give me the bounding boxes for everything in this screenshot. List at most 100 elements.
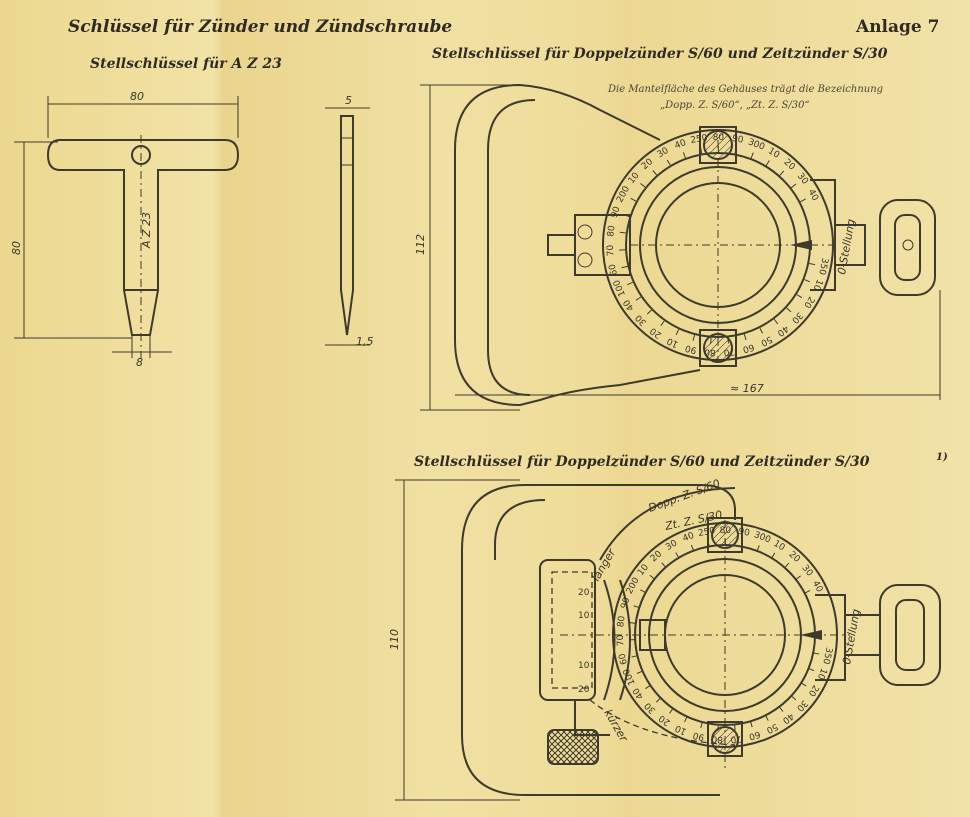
az23-marking: A Z 23 [140,212,153,249]
dial-scale-label: 80 [720,526,732,536]
dial-scale-label: 350 [816,257,829,276]
dial-tick [636,670,643,674]
dial-tick [800,682,807,687]
dial-tick [707,540,710,547]
dial-scale-label: 70 [723,346,736,357]
dial-tick [660,320,665,327]
dim-width: 80 [130,90,144,103]
dial-tick [649,574,655,580]
slider-label: 20 [578,588,590,598]
dial-tick [675,552,680,558]
dial-tick [635,296,642,301]
shorter-label: kürzer [601,707,630,745]
dial-tick [796,294,803,299]
az23-key-drawing: Stellschlüssel für A Z 23 A Z 23 80 80 8… [10,56,374,369]
bottom-dim-height: 110 [388,629,401,650]
dial-tick [804,279,811,283]
dial-tick [795,575,801,580]
bottom-key-title: Stellschlüssel für Doppelzünder S/60 und… [414,454,870,470]
top-key-title: Stellschlüssel für Doppelzünder S/60 und… [432,46,888,62]
dial-scale-label: 60 [741,341,755,354]
dial-scale-label: 60 [608,263,620,277]
dial-tick [669,708,674,714]
dial-scale-label: 60 [618,652,630,666]
dial-tick [682,152,686,159]
housing-label-dopp: Dopp. Z. S/60 [647,477,722,515]
bottom-setting-key-drawing: Stellschlüssel für Doppelzünder S/60 und… [388,452,948,801]
top-dim-height: 112 [414,234,427,255]
dial-scale-label: 90 [738,527,751,539]
az23-title: Stellschlüssel für A Z 23 [90,56,282,72]
annex-label: Anlage 7 [855,17,939,37]
dial-tick [646,309,652,315]
slider-label: 10 [578,661,590,671]
dial-scale-label: 250 [690,133,709,146]
dial-scale-label: 80 [713,133,725,143]
dial-scale-label: 10 [810,278,824,293]
dial-tick [743,334,747,341]
dial-tick [791,695,797,701]
dial-tick [655,697,661,703]
housing-note-line1: Die Mantelfläche des Gehäuses trägt die … [607,84,883,95]
dial-tick [645,684,651,690]
dial-tick [779,170,785,176]
dial-scale-label: 90 [731,134,744,146]
dial-scale-label: 50 [759,333,774,347]
dial-scale-label: 70 [730,733,743,744]
dial-scale-label: 350 [820,646,833,665]
dial-tick [700,147,703,154]
dial-tick [621,265,628,269]
dial-scale-label: 90 [610,205,623,219]
dial-tick [684,716,688,723]
dial-scale-label: 60 [747,728,761,741]
dim-shaft: 8 [136,356,143,369]
top-zero-position: 0-Stellung [835,218,858,275]
dial-scale-label: 50 [764,721,779,735]
dial-scale-label: 80 [704,346,716,357]
dial-tick [800,198,806,203]
dim-height: 80 [10,241,23,255]
dial-tick [619,231,626,234]
dial-scale-label: 70 [616,634,627,646]
dial-scale-label: 80 [711,733,723,744]
dial-tick [765,715,769,721]
dial-tick [773,318,779,325]
dial-tick [804,589,811,594]
dial-tick [749,721,753,728]
dial-scale-label: 10 [815,666,829,681]
dial-tick [690,544,694,551]
dial-tick [771,552,776,559]
dial-scale-label: 80 [606,225,617,238]
dial-tick [778,706,784,712]
dim-tip: 1,5 [356,335,374,348]
dial-tick [675,329,680,335]
dial-scale-label: 40 [806,188,820,203]
dial-scale-label: 90 [684,342,698,355]
dial-tick [627,281,634,286]
dial-scale-label: 10 [665,335,680,349]
dial-scale-label: 70 [606,244,617,256]
dial-scale-label: 90 [692,729,706,742]
dial-scale-label: 40 [681,531,695,544]
dial-tick [633,605,640,609]
slider-label: 10 [578,611,590,621]
dial-tick [750,152,754,159]
dial-tick [623,214,630,218]
dial-tick [727,337,730,344]
dial-tick [700,721,703,729]
dial-tick [630,197,637,202]
dial-tick [808,667,815,672]
top-setting-key-drawing: Stellschlüssel für Doppelzünder S/60 und… [414,46,941,411]
dial-tick [741,540,744,547]
dial-tick [790,183,797,189]
dial-tick [629,622,636,624]
dial-tick [666,159,671,166]
bottom-zero-position: 0-Stellung [840,608,863,665]
dial-tick [813,652,820,655]
slider-label: 20 [578,685,590,695]
dial-tick [809,262,816,266]
top-dim-length: ≈ 167 [730,382,764,395]
dial-tick [640,589,646,594]
dial-scale-label: 40 [810,579,824,594]
